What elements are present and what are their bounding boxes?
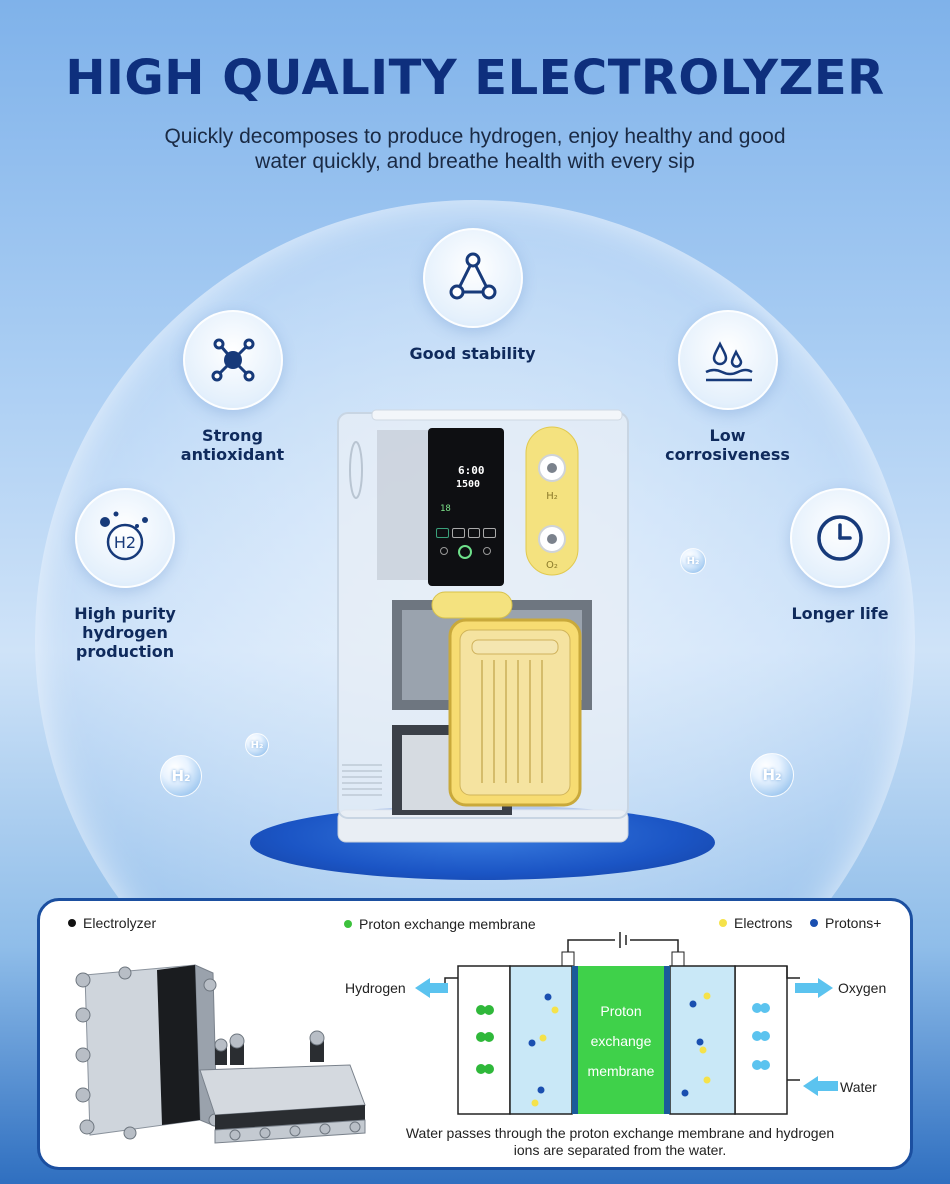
membrane-label-line3: membrane <box>588 1063 655 1079</box>
h2-icon: H2 <box>75 488 175 588</box>
legend-electrolyzer: Electrolyzer <box>68 915 156 931</box>
water-drops-icon <box>677 310 778 410</box>
display-indicators <box>440 547 448 555</box>
feature-good-stability: Good stability <box>400 228 545 363</box>
feature-strong-antioxidant: Strong antioxidant <box>150 310 315 464</box>
pem-cell-diagram: Proton exchange membrane <box>415 932 838 1115</box>
port-label-h2: H₂ <box>546 491 558 502</box>
legend-dot <box>68 919 76 927</box>
feature-longer-life: Longer life <box>770 488 910 623</box>
legend-label: Electrolyzer <box>83 915 157 931</box>
page-title: HIGH QUALITY ELECTROLYZER <box>65 50 885 106</box>
electrolyzer-stack-image <box>75 964 366 1144</box>
port-label-o2: O₂ <box>546 560 558 571</box>
display-buttons <box>436 528 496 538</box>
legend-protons: Protons+ <box>810 915 881 931</box>
legend-pem: Proton exchange membrane <box>344 916 536 932</box>
display-flow: 1500 <box>456 479 481 490</box>
feature-low-corrosiveness: Low corrosiveness <box>645 310 810 464</box>
legend-label: Protons+ <box>825 915 882 931</box>
membrane-label-line1: Proton <box>600 1003 641 1019</box>
display-indicators <box>483 547 491 555</box>
feature-label: Longer life <box>791 604 889 623</box>
legend-dot <box>344 920 352 928</box>
feature-label: High purity hydrogen production <box>74 604 176 661</box>
display-small-value: 18 <box>440 504 451 514</box>
feature-label: Low corrosiveness <box>665 426 790 464</box>
power-icon <box>458 545 472 559</box>
h2-bubble: H₂ <box>680 548 706 574</box>
feature-label: Strong antioxidant <box>180 426 285 464</box>
oxygen-arrow <box>795 978 833 998</box>
molecule-icon <box>182 310 283 410</box>
water-arrow <box>803 1076 838 1096</box>
membrane-label-line2: exchange <box>591 1033 652 1049</box>
display-time: 6:00 <box>458 464 485 477</box>
legend-label: Proton exchange membrane <box>359 916 536 932</box>
triangle-network-icon <box>422 228 523 328</box>
clock-icon <box>790 488 890 588</box>
h2-icon-text: H2 <box>114 533 136 552</box>
oxygen-label: Oxygen <box>838 980 887 996</box>
h2-bubble: H₂ <box>245 733 269 757</box>
device-display: 6:00 1500 18 <box>428 428 504 586</box>
legend-dot <box>719 919 727 927</box>
h2-bubble: H₂ <box>160 755 202 797</box>
legend-label: Electrons <box>734 915 793 931</box>
water-label: Water <box>840 1079 877 1095</box>
legend-dot <box>810 919 818 927</box>
feature-high-purity-hydrogen: H2 High purity hydrogen production <box>35 488 215 661</box>
hydrogen-arrow <box>415 978 448 998</box>
hydrogen-label: Hydrogen <box>345 980 406 996</box>
feature-label: Good stability <box>409 344 536 363</box>
page-subtitle: Quickly decomposes to produce hydrogen, … <box>164 125 786 173</box>
legend-electrons: Electrons <box>719 915 792 931</box>
h2-bubble: H₂ <box>750 753 794 797</box>
diagram-caption: Water passes through the proton exchange… <box>405 1125 835 1158</box>
